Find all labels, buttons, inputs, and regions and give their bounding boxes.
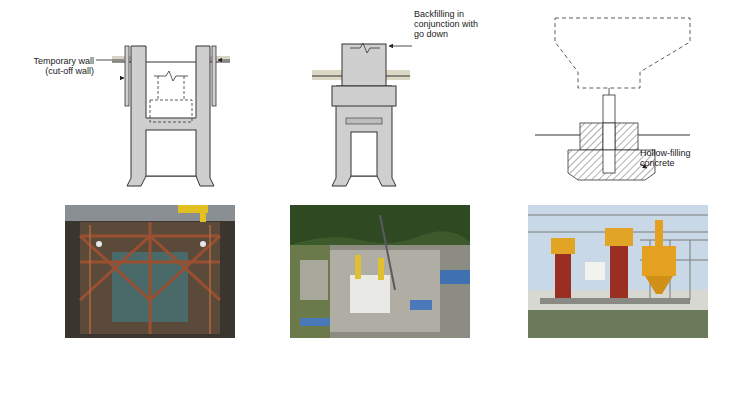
photo-pier-construction <box>528 205 708 338</box>
callout-label: Hollow-filling concrete <box>640 148 710 168</box>
callout-label: Temporary wall (cut-off wall) <box>30 56 94 76</box>
photo-excavation <box>65 205 235 338</box>
photo-site-aerial <box>290 205 470 338</box>
caisson-section-1 <box>96 46 230 186</box>
callout-label: Backfilling in conjunction with go down <box>414 9 484 39</box>
caisson-section-2 <box>312 43 412 186</box>
